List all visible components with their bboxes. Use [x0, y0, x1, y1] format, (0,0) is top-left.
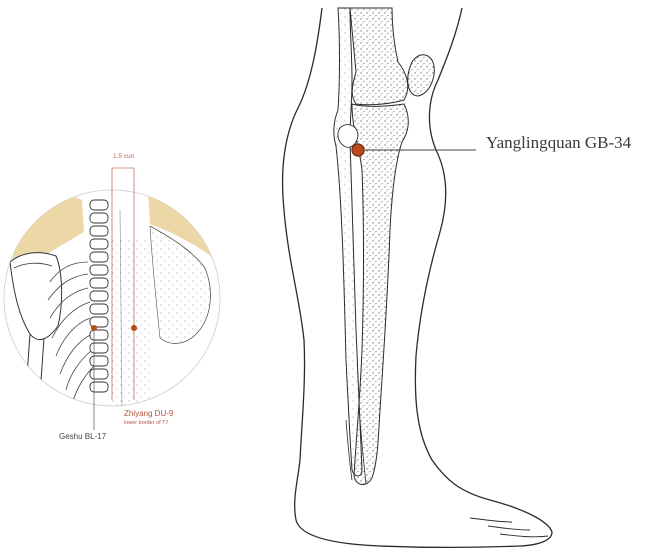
zhiyang-point	[131, 325, 137, 331]
femur	[350, 8, 408, 105]
spine	[90, 200, 108, 392]
yanglingquan-point	[352, 144, 364, 156]
patella	[408, 55, 435, 96]
back-inset	[4, 168, 220, 430]
toes	[470, 518, 548, 537]
zhiyang-note: lower border of T7	[124, 420, 169, 426]
measure-label: 1.5 cun	[113, 153, 134, 160]
geshu-point	[91, 325, 97, 331]
zhiyang-label: Zhiyang DU-9	[124, 409, 173, 418]
leg	[283, 8, 552, 548]
yanglingquan-label: Yanglingquan GB-34	[486, 133, 631, 153]
geshu-label: Geshu BL-17	[59, 432, 106, 441]
